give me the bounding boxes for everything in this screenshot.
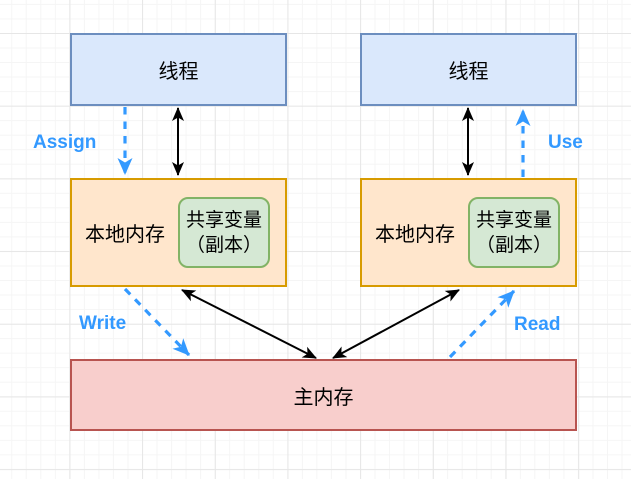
local-memory-box-left: 本地内存 共享变量 （副本） bbox=[70, 178, 287, 287]
local-memory-box-right: 本地内存 共享变量 （副本） bbox=[360, 178, 577, 287]
read-arrow-label: Read bbox=[514, 314, 561, 335]
local-memory-label-left: 本地内存 bbox=[85, 224, 165, 246]
sync-arrow-mainmem-right bbox=[332, 289, 460, 359]
shared-variable-line1-left: 共享变量 bbox=[185, 209, 262, 231]
shared-variable-line1-right: 共享变量 bbox=[475, 209, 552, 231]
main-memory-box: 主内存 bbox=[70, 359, 577, 431]
write-arrow-label: Write bbox=[79, 313, 127, 334]
assign-arrow-label: Assign bbox=[33, 132, 97, 153]
read-arrow bbox=[448, 289, 516, 359]
shared-variable-line2-left: （副本） bbox=[185, 234, 262, 256]
write-arrow bbox=[123, 287, 191, 357]
shared-variable-line2-right: （副本） bbox=[475, 234, 552, 256]
shared-variable-copy-right: 共享变量 （副本） bbox=[468, 197, 560, 268]
thread-label-left: 线程 bbox=[158, 61, 199, 83]
main-memory-label: 主内存 bbox=[293, 386, 354, 409]
thread-label-right: 线程 bbox=[448, 61, 489, 83]
local-memory-label-right: 本地内存 bbox=[375, 224, 455, 246]
thread-box-left: 线程 bbox=[70, 33, 287, 106]
use-arrow-label: Use bbox=[548, 132, 583, 153]
thread-box-right: 线程 bbox=[360, 33, 577, 106]
shared-variable-copy-left: 共享变量 （副本） bbox=[178, 197, 270, 268]
sync-arrow-mainmem-left bbox=[181, 289, 317, 359]
